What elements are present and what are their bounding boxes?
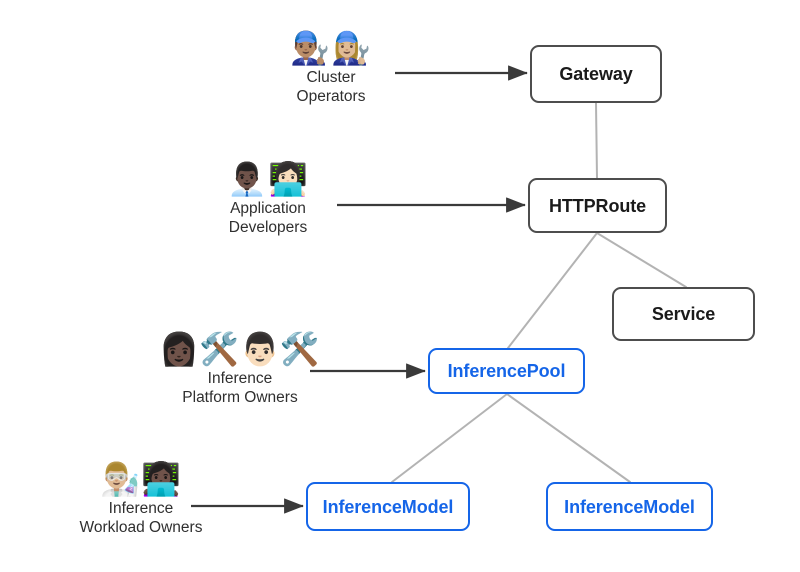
persona-cluster-operators: 👨🏽‍🔧👩🏼‍🔧Cluster Operators [277, 30, 385, 107]
connector-pool-to-model-left [391, 393, 508, 483]
node-label-gateway: Gateway [559, 64, 633, 84]
persona-emoji-inference-platform-owners: 👩🏿‍🛠️👨🏻‍🛠️ [159, 331, 321, 367]
node-label-service: Service [651, 304, 716, 324]
connector-gateway-to-httproute [595, 102, 598, 179]
node-inferencemodel-right[interactable]: InferenceModel [546, 482, 713, 531]
node-gateway[interactable]: Gateway [530, 45, 662, 103]
persona-inference-platform-owners: 👩🏿‍🛠️👨🏻‍🛠️Inference Platform Owners [159, 332, 319, 408]
persona-arrow-lines [191, 65, 528, 514]
persona-application-developers: 👨🏿‍💼👩🏻‍💻Application Developers [212, 161, 324, 238]
node-inferencepool[interactable]: InferencePool [428, 348, 585, 394]
connector-httproute-to-inferencepool [507, 232, 598, 349]
connector-pool-to-model-right [506, 393, 631, 483]
persona-inference-workload-owners: 👨🏼‍🔬👩🏿‍💻Inference Workload Owners [60, 461, 222, 538]
persona-label-cluster-operators: Cluster Operators [296, 68, 366, 106]
persona-label-inference-platform-owners: Inference Platform Owners [182, 369, 298, 407]
node-label-httproute: HTTPRoute [548, 195, 647, 216]
node-label-inferencemodel-left: InferenceModel [322, 496, 454, 517]
persona-emoji-application-developers: 👨🏿‍💼👩🏻‍💻 [227, 161, 309, 197]
connector-httproute-to-service [596, 232, 687, 288]
persona-label-application-developers: Application Developers [228, 199, 308, 237]
node-service[interactable]: Service [612, 287, 755, 341]
node-label-inferencepool: InferencePool [447, 361, 566, 381]
node-inferencemodel-left[interactable]: InferenceModel [306, 482, 470, 531]
node-httproute[interactable]: HTTPRoute [528, 178, 667, 233]
node-label-inferencemodel-right: InferenceModel [564, 496, 695, 517]
persona-emoji-cluster-operators: 👨🏽‍🔧👩🏼‍🔧 [290, 30, 372, 66]
persona-label-inference-workload-owners: Inference Workload Owners [79, 499, 203, 537]
persona-emoji-inference-workload-owners: 👨🏼‍🔬👩🏿‍💻 [100, 461, 182, 497]
